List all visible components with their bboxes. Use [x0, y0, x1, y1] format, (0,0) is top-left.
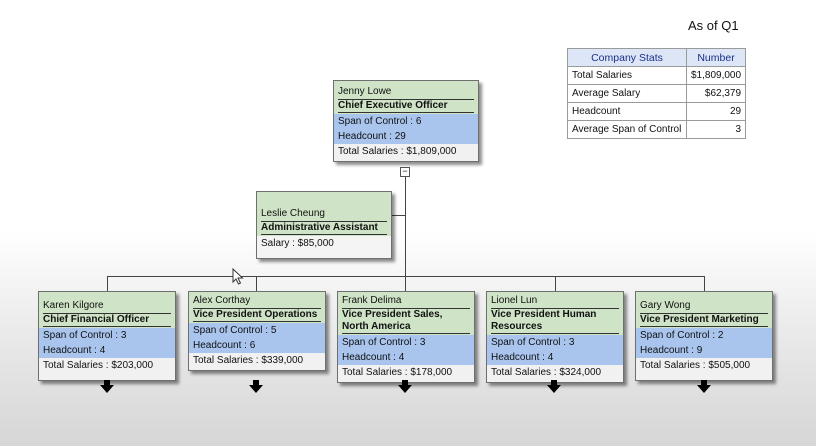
person-title: Vice President Operations [193, 308, 321, 322]
span-of-control: Span of Control : 3 [39, 328, 175, 343]
table-row: Total Salaries $1,809,000 [567, 66, 747, 85]
report-card[interactable]: Alex Corthay Vice President Operations S… [188, 291, 326, 371]
stats-value: 29 [685, 102, 747, 121]
person-title: Vice President Human Resources [491, 308, 619, 334]
headcount: Headcount : 4 [39, 343, 175, 358]
total-salaries: Total Salaries : $339,000 [189, 353, 325, 370]
span-of-control: Span of Control : 5 [189, 323, 325, 338]
as-of-label: As of Q1 [688, 18, 739, 33]
report-card[interactable]: Gary Wong Vice President Marketing Span … [635, 291, 773, 381]
total-salaries: Total Salaries : $203,000 [39, 358, 175, 380]
headcount: Headcount : 4 [338, 350, 474, 365]
connector-assistant [392, 215, 405, 216]
stats-label: Total Salaries [567, 66, 687, 85]
person-title: Chief Financial Officer [43, 313, 171, 327]
stats-header-company: Company Stats [567, 48, 687, 67]
stats-label: Average Salary [567, 84, 687, 103]
span-of-control: Span of Control : 3 [487, 335, 623, 350]
stats-header-number: Number [685, 48, 747, 67]
person-name: Karen Kilgore [39, 292, 175, 313]
stats-value: $1,809,000 [685, 66, 747, 85]
stats-header-row: Company Stats Number [567, 48, 747, 67]
expand-arrow-icon[interactable] [547, 380, 561, 393]
headcount: Headcount : 6 [189, 338, 325, 353]
table-row: Average Span of Control 3 [567, 120, 747, 139]
connector-drop-5 [704, 276, 705, 291]
table-row: Average Salary $62,379 [567, 84, 747, 103]
span-of-control: Span of Control : 6 [334, 114, 478, 129]
salary: Salary : $85,000 [257, 236, 391, 258]
ceo-card[interactable]: Jenny Lowe Chief Executive Officer Span … [333, 80, 479, 162]
connector-ceo-down [405, 176, 406, 292]
mouse-cursor-icon [232, 268, 244, 285]
person-title: Chief Executive Officer [338, 99, 474, 113]
person-name: Lionel Lun [487, 292, 623, 308]
person-title: Vice President Marketing [640, 313, 768, 327]
total-salaries: Total Salaries : $178,000 [338, 365, 474, 382]
stats-value: 3 [685, 120, 747, 139]
report-card[interactable]: Karen Kilgore Chief Financial Officer Sp… [38, 291, 176, 381]
expand-arrow-icon[interactable] [249, 380, 263, 393]
span-of-control: Span of Control : 3 [338, 335, 474, 350]
report-card[interactable]: Lionel Lun Vice President Human Resource… [486, 291, 624, 383]
expand-arrow-icon[interactable] [100, 380, 114, 393]
connector-drop-1 [107, 276, 108, 291]
connector-drop-2 [256, 276, 257, 291]
person-name: Alex Corthay [189, 292, 325, 308]
table-row: Headcount 29 [567, 102, 747, 121]
person-name: Gary Wong [636, 292, 772, 313]
total-salaries: Total Salaries : $1,809,000 [334, 144, 478, 161]
company-stats-table: Company Stats Number Total Salaries $1,8… [567, 48, 747, 139]
report-card[interactable]: Frank Delima Vice President Sales, North… [337, 291, 475, 383]
person-name: Frank Delima [338, 292, 474, 308]
connector-drop-4 [555, 276, 556, 291]
assistant-card[interactable]: Leslie Cheung Administrative Assistant S… [256, 191, 392, 259]
person-title: Administrative Assistant [261, 221, 387, 235]
collapse-toggle-button[interactable]: − [400, 167, 410, 177]
expand-arrow-icon[interactable] [398, 380, 412, 393]
person-name: Jenny Lowe [334, 81, 478, 99]
stats-label: Average Span of Control [567, 120, 687, 139]
total-salaries: Total Salaries : $505,000 [636, 358, 772, 380]
span-of-control: Span of Control : 2 [636, 328, 772, 343]
stats-value: $62,379 [685, 84, 747, 103]
connector-horizontal [107, 276, 705, 277]
stats-label: Headcount [567, 102, 687, 121]
total-salaries: Total Salaries : $324,000 [487, 365, 623, 382]
headcount: Headcount : 4 [487, 350, 623, 365]
headcount: Headcount : 29 [334, 129, 478, 144]
person-name: Leslie Cheung [257, 192, 391, 221]
person-title: Vice President Sales, North America [342, 308, 470, 334]
headcount: Headcount : 9 [636, 343, 772, 358]
expand-arrow-icon[interactable] [697, 380, 711, 393]
